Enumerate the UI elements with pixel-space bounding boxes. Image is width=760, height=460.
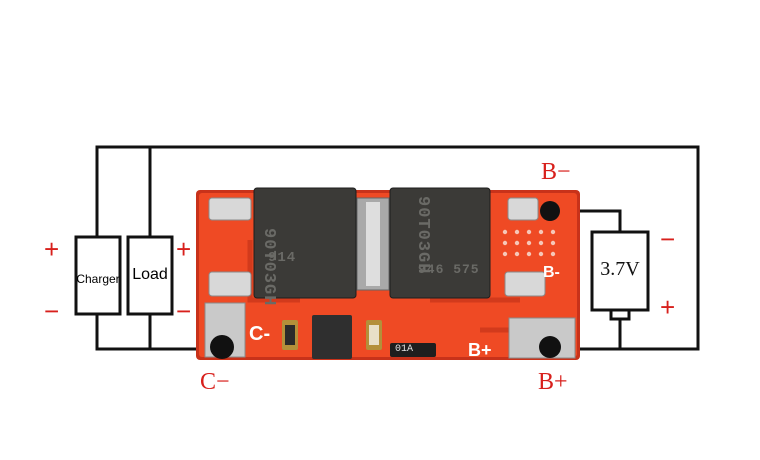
pad-right-top — [507, 197, 539, 221]
wire-charger-plus-to-b-plus — [95, 145, 700, 351]
charger-label: Charger — [76, 272, 120, 286]
resistor — [390, 343, 436, 357]
wire-loop — [95, 145, 700, 351]
control-ic — [312, 315, 352, 359]
label-c-minus: C− — [200, 369, 230, 395]
capacitor-left-body — [285, 325, 295, 345]
battery-voltage: 3.7V — [600, 258, 640, 280]
battery-terminal — [609, 308, 631, 321]
silk-c-minus: C- — [249, 323, 271, 345]
battery-minus-sign: − — [660, 224, 676, 254]
mosfet-left-code: 914 — [268, 250, 297, 266]
charger-plus-sign: + — [44, 234, 60, 264]
center-tab-highlight — [366, 202, 380, 286]
wire-charger-minus-to-c-minus — [95, 314, 222, 351]
load-minus-sign: − — [176, 296, 192, 326]
mosfet-right-code: 946 575 — [418, 262, 480, 277]
label-b-minus: B− — [541, 159, 571, 185]
mosfet-left-marking: 90T03GH — [259, 228, 278, 307]
pad-left-bottom — [208, 271, 252, 297]
capacitor-right-body — [369, 325, 379, 345]
mosfet-right — [389, 187, 491, 299]
charger-box — [74, 235, 122, 316]
load-plus-sign: + — [176, 234, 192, 264]
battery-body — [590, 230, 650, 312]
silk-b-minus: B- — [543, 264, 560, 281]
battery-plus-sign: + — [660, 292, 676, 322]
solder-b-plus — [539, 336, 561, 358]
resistor-marking: 01A — [395, 344, 414, 355]
via-grid — [502, 229, 556, 257]
load-label: Load — [132, 266, 168, 283]
pad-right-bottom — [504, 271, 546, 297]
label-b-plus: B+ — [538, 369, 568, 395]
pcb-board — [196, 187, 580, 360]
charger-minus-sign: − — [44, 296, 60, 326]
pad-left-top — [208, 197, 252, 221]
load-box — [126, 235, 174, 316]
silk-b-plus: B+ — [468, 340, 492, 360]
solder-c-minus — [210, 335, 234, 359]
mosfet-left — [253, 187, 357, 299]
solder-b-minus — [540, 201, 560, 221]
